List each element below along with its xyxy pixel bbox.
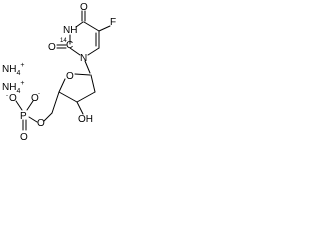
ammonium-ion-1: NH4+ <box>2 62 24 77</box>
ammonium-ion-2: NH4+ <box>2 80 24 95</box>
bond-n1-c2 <box>69 47 81 56</box>
bond-c5-o5 <box>43 112 53 122</box>
glycosidic-bond <box>84 60 91 74</box>
bond-n3-c4 <box>75 21 84 28</box>
bond-c4-c5 <box>83 21 100 32</box>
atom-nh: NH <box>63 25 77 36</box>
bond-o5-p <box>28 116 38 123</box>
atom-o-sugar: O <box>66 71 74 82</box>
ammonium-ion-1-label: NH <box>2 64 16 75</box>
bond-c4-c5 <box>51 91 60 114</box>
ammonium-ion-2-label: NH <box>2 82 16 93</box>
charge-minus-left: - <box>6 93 8 99</box>
pyrimidine-ring <box>56 10 111 56</box>
bond-c1-c2 <box>90 74 96 93</box>
bond-c6-n1 <box>87 47 100 56</box>
counterions: NH4+ NH4+ <box>2 62 24 95</box>
atom-p: P <box>20 111 27 122</box>
chemical-structure-diagram: O F NH 14 C O N O OH O P O - O - O NH4+ … <box>2 2 116 143</box>
atom-o-minus-right: O <box>31 93 39 104</box>
bond-c3-oh <box>76 101 84 115</box>
ammonium-ion-2-charge: + <box>20 80 24 87</box>
atom-o-top: O <box>80 2 88 13</box>
ammonium-ion-1-subscript: 4 <box>16 70 20 77</box>
atom-n-ring: N <box>80 53 87 64</box>
ammonium-ion-2-subscript: 4 <box>16 88 20 95</box>
bond-c4-o4 <box>58 78 66 93</box>
atom-labels: O F NH 14 C O N O OH O P O - O - O <box>6 2 116 143</box>
atom-o-minus-left: O <box>9 93 17 104</box>
bond-n1-c1prime <box>84 60 91 74</box>
bond-c3-c4 <box>58 91 78 103</box>
atom-o-left: O <box>48 42 56 53</box>
phosphate-group <box>15 100 38 131</box>
charge-minus-right: - <box>38 91 40 97</box>
ammonium-ion-1-charge: + <box>20 62 24 69</box>
atom-oh: OH <box>78 114 93 125</box>
atom-o-double: O <box>20 132 28 143</box>
atom-f: F <box>110 17 116 28</box>
bond-c5-f <box>98 25 111 32</box>
bond-o4-c1 <box>74 73 91 76</box>
deoxyribose-ring <box>43 73 96 122</box>
atom-c14-symbol: C <box>66 40 73 51</box>
atom-o-ester: O <box>37 118 45 129</box>
bond-p-ominus-right <box>26 100 34 111</box>
bond-c2-c3 <box>76 91 96 103</box>
bond-p-ominus-left <box>15 100 23 111</box>
atom-c14-mass: 14 <box>60 38 67 44</box>
